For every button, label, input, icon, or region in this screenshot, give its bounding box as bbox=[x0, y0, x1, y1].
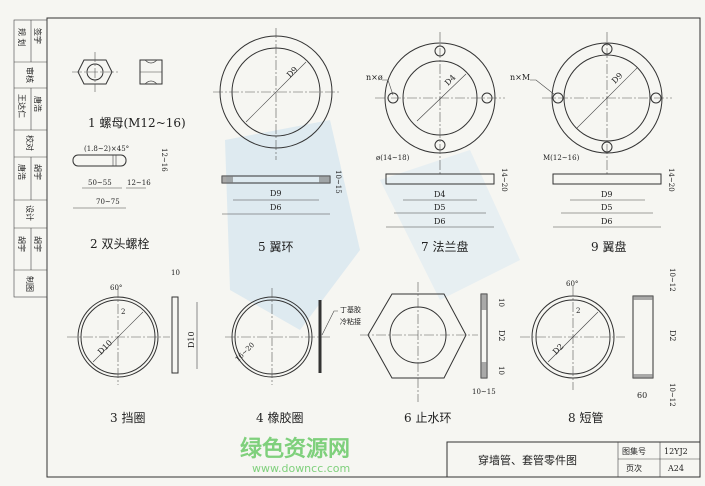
part-5-wing-ring: D9 D9 D6 10~15 5 翼环 bbox=[213, 28, 342, 254]
dim-text: 10 bbox=[497, 298, 505, 307]
drawing-title: 穿墙管、套管零件图 bbox=[478, 453, 577, 467]
dim-text: 2 bbox=[576, 307, 580, 315]
dim-text: 12~16 bbox=[127, 179, 151, 187]
dim-text: D9 bbox=[610, 71, 625, 86]
dim-text: D5 bbox=[601, 203, 613, 212]
dim-text: n×M bbox=[510, 73, 530, 82]
part-label: 1 螺母(M12~16) bbox=[88, 116, 186, 130]
sidebar-value: 唐浩 bbox=[33, 96, 43, 112]
background-stamp bbox=[225, 120, 360, 330]
sidebar-label: 制图 bbox=[25, 276, 35, 292]
sidebar-value: 胡宇 bbox=[33, 164, 43, 180]
part-2-stud-bolt: (1.8~2)×45° 50~55 12~16 70~75 12~16 2 双头… bbox=[72, 145, 168, 251]
part-6-water-stop-ring: 10 D2 10 10~15 6 止水环 bbox=[360, 282, 506, 425]
watermark: 绿色资源网 www.downcc.com bbox=[240, 436, 350, 475]
dim-text: 60° bbox=[566, 280, 578, 288]
part-label: 3 挡圈 bbox=[110, 411, 145, 425]
dim-text: D4 bbox=[434, 190, 446, 199]
dim-text: D5 bbox=[434, 203, 446, 212]
sidebar-label: 规 划 bbox=[17, 28, 27, 47]
dim-text: D10 bbox=[187, 331, 196, 348]
part-9-wing-plate: D9 n×M M(12~16) D9 D5 D6 14~20 9 翼盘 bbox=[510, 32, 675, 254]
dim-text: D2 bbox=[497, 330, 506, 342]
dim-text: 10~12 bbox=[668, 383, 676, 407]
dim-chamfer: (1.8~2)×45° bbox=[84, 145, 129, 153]
part-8-short-pipe: 60° 2 D2 10~12 D2 10~12 60 8 短管 bbox=[520, 268, 677, 425]
dim-text: n×ø bbox=[366, 73, 383, 82]
part-label: 8 短管 bbox=[568, 410, 603, 425]
page-value: A24 bbox=[667, 464, 684, 473]
watermark-url: www.downcc.com bbox=[252, 462, 350, 475]
part-1-nut: 1 螺母(M12~16) bbox=[72, 52, 186, 130]
part-4-rubber-ring: 16~20 丁基胶 冷粘接 4 橡胶圈 bbox=[225, 288, 361, 425]
sidebar-label: 唐浩 bbox=[17, 164, 27, 180]
dim-text: D9 bbox=[285, 65, 300, 80]
sidebar-value: 签字 bbox=[33, 28, 43, 44]
sidebar-label: 胡宇 bbox=[17, 236, 27, 252]
dim-text: 10 bbox=[171, 269, 180, 277]
atlas-number-label: 图集号 bbox=[622, 446, 646, 456]
sidebar-value: 胡宇 bbox=[33, 236, 43, 252]
dim-text: D9 bbox=[270, 189, 282, 198]
part-label: 2 双头螺栓 bbox=[90, 236, 149, 251]
dim-text: D9 bbox=[601, 190, 613, 199]
dim-text: D2 bbox=[668, 330, 677, 342]
atlas-number-value: 12YJ2 bbox=[664, 447, 688, 456]
dim-text: 10~12 bbox=[668, 268, 676, 292]
sidebar-label: 审核 bbox=[25, 67, 35, 83]
dim-text: D6 bbox=[601, 217, 613, 226]
part-label: 5 翼环 bbox=[258, 240, 293, 254]
part-label: 7 法兰盘 bbox=[421, 239, 468, 254]
background-stamp bbox=[380, 150, 520, 300]
part-label: 4 橡胶圈 bbox=[256, 410, 303, 425]
dim-text: 10~15 bbox=[472, 388, 496, 396]
dim-text: 14~20 bbox=[667, 168, 675, 192]
sidebar-label: 校对 bbox=[25, 135, 35, 151]
dim-text: 70~75 bbox=[96, 198, 120, 206]
dim-text: 丁基胶 bbox=[340, 305, 361, 314]
sidebar-label: 王达仁 bbox=[17, 94, 27, 118]
dim-text: D4 bbox=[443, 73, 458, 88]
part-label: 9 翼盘 bbox=[591, 239, 626, 254]
dim-text: 10 bbox=[497, 366, 505, 375]
dim-text: ø(14~18) bbox=[376, 154, 410, 162]
dim-text: D10 bbox=[96, 338, 114, 356]
title-block: 穿墙管、套管零件图 图集号 12YJ2 页次 A24 bbox=[446, 441, 701, 478]
part-7-flange: D4 n×ø ø(14~18) D4 D5 D6 14~20 7 法兰盘 bbox=[366, 32, 508, 254]
dim-text: 14~20 bbox=[500, 168, 508, 192]
dim-text: D6 bbox=[270, 203, 282, 212]
dim-text: M(12~16) bbox=[543, 154, 580, 162]
dim-text: 2 bbox=[121, 308, 125, 316]
dim-text: D2 bbox=[551, 342, 566, 357]
dim-text: 16~20 bbox=[234, 341, 256, 363]
dim-text: 60 bbox=[637, 391, 647, 400]
sidebar-label: 设计 bbox=[25, 205, 35, 221]
page-label: 页次 bbox=[626, 463, 642, 473]
sidebar-signature-block: 规 划 签字 审核 王达仁 唐浩 校对 唐浩 胡宇 设计 胡宇 胡宇 制图 bbox=[13, 19, 48, 298]
dim-text: 10~15 bbox=[334, 170, 342, 194]
dim-text: 60° bbox=[110, 284, 122, 292]
dim-text: D6 bbox=[434, 217, 446, 226]
dim-text: 50~55 bbox=[88, 179, 112, 187]
watermark-text: 绿色资源网 bbox=[240, 436, 350, 462]
dim-text: 冷粘接 bbox=[340, 317, 361, 326]
dim-text: 12~16 bbox=[160, 148, 168, 172]
part-label: 6 止水环 bbox=[404, 411, 451, 425]
part-3-retaining-ring: 60° 2 D10 D10 10 3 挡圈 bbox=[67, 269, 198, 425]
